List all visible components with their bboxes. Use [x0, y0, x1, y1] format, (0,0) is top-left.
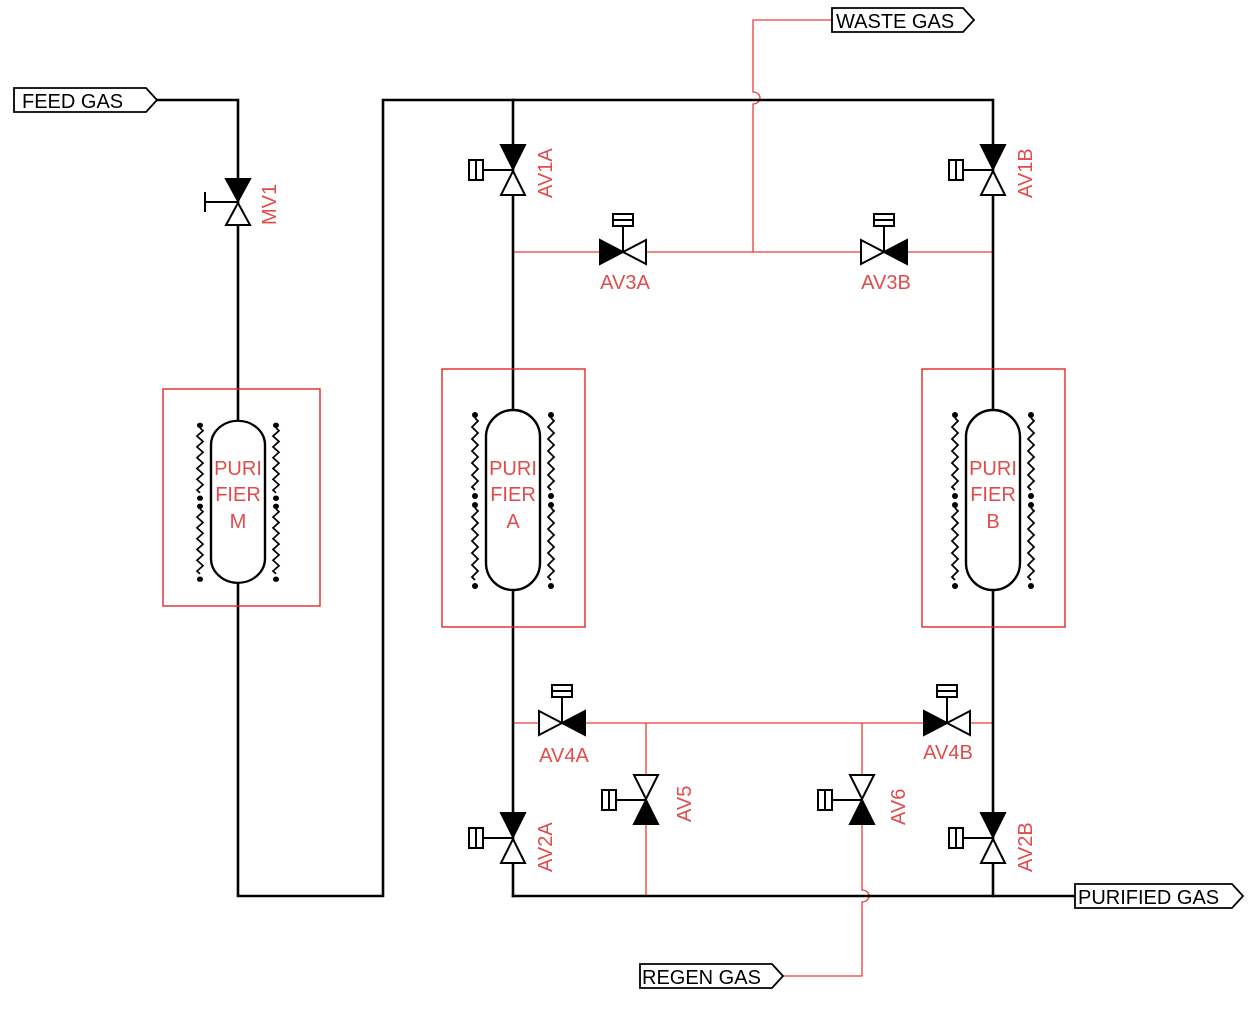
- svg-text:FEED GAS: FEED GAS: [22, 91, 123, 113]
- valve-label-av2b: AV2B: [1015, 822, 1037, 872]
- valve-av4a[interactable]: [538, 684, 586, 736]
- svg-text:REGEN GAS: REGEN GAS: [642, 967, 761, 989]
- stream-flag-waste-gas: WASTE GAS: [831, 7, 976, 33]
- purifier-b-enclosure: [921, 368, 1066, 628]
- svg-text:B: B: [986, 511, 999, 533]
- stream-flag-purified-gas: PURIFIED GAS: [1074, 883, 1245, 909]
- stream-flag-feed-gas: FEED GAS: [13, 87, 159, 113]
- svg-text:PURI: PURI: [489, 458, 537, 480]
- valve-av3b[interactable]: [860, 213, 908, 265]
- svg-text:PURI: PURI: [969, 458, 1017, 480]
- svg-text:PURI: PURI: [214, 458, 262, 480]
- svg-text:PURIFIED GAS: PURIFIED GAS: [1078, 887, 1219, 909]
- purifier-m-enclosure: [162, 388, 321, 607]
- valve-label-av4a: AV4A: [539, 745, 589, 767]
- valve-av4b[interactable]: [923, 684, 971, 736]
- svg-text:FIER: FIER: [970, 484, 1016, 506]
- valve-mv1[interactable]: [204, 178, 251, 226]
- svg-text:M: M: [230, 511, 247, 533]
- svg-text:WASTE GAS: WASTE GAS: [836, 11, 954, 33]
- purifier-a-label: PURI FIER A: [489, 458, 537, 533]
- valve-label-av5: AV5: [674, 786, 696, 822]
- valve-label-av6: AV6: [888, 789, 910, 825]
- valve-av3a[interactable]: [599, 213, 647, 265]
- purifier-m-label: PURI FIER M: [214, 458, 262, 533]
- svg-text:FIER: FIER: [490, 484, 536, 506]
- valve-av1a[interactable]: [468, 144, 526, 196]
- valve-av2a[interactable]: [468, 812, 526, 864]
- purifier-b-label: PURI FIER B: [969, 458, 1017, 533]
- valve-label-av2a: AV2A: [535, 822, 557, 872]
- stream-flag-regen-gas: REGEN GAS: [639, 963, 785, 989]
- purifier-a-enclosure: [441, 368, 586, 628]
- valve-av5[interactable]: [601, 774, 659, 825]
- valve-av6[interactable]: [817, 774, 875, 825]
- valve-label-av1b: AV1B: [1015, 148, 1037, 198]
- valve-label-av3b: AV3B: [861, 272, 911, 294]
- valve-av1b[interactable]: [948, 144, 1006, 196]
- valve-label-av4b: AV4B: [923, 742, 973, 764]
- valve-av2b[interactable]: [948, 812, 1006, 864]
- svg-text:FIER: FIER: [215, 484, 261, 506]
- svg-text:A: A: [506, 511, 520, 533]
- valve-label-mv1: MV1: [259, 184, 281, 225]
- valve-label-av3a: AV3A: [600, 272, 650, 294]
- valve-label-av1a: AV1A: [535, 148, 557, 198]
